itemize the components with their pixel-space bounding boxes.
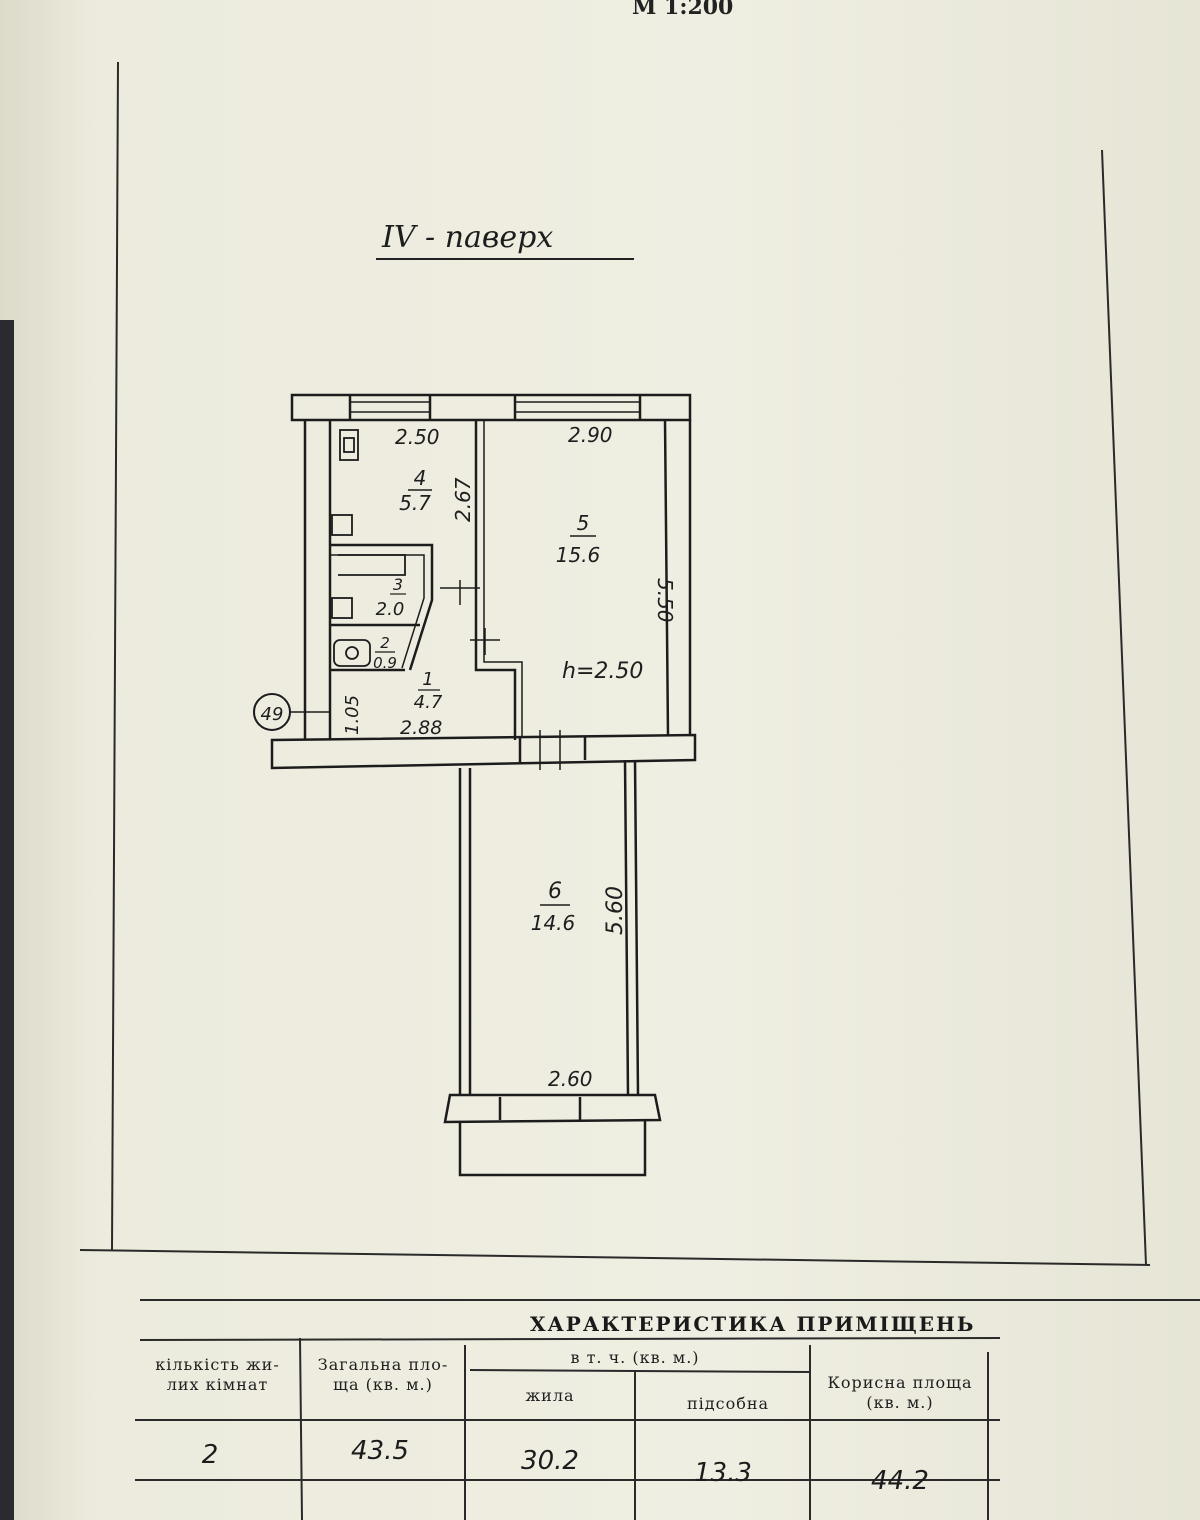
room-3-number: 3 [393,575,403,594]
room-2-number: 2 [380,634,390,652]
room-3: 3 2.0 [376,575,406,620]
value-living: 30.2 [521,1446,579,1476]
room-5-number: 5 [577,511,590,535]
room-1: 1 4.7 [414,669,443,713]
room-4-number: 4 [414,466,427,490]
value-useful-area: 44.2 [871,1466,929,1496]
room-6-number: 6 [548,879,562,904]
room-6-area: 14.6 [531,911,576,935]
room-1-area: 4.7 [414,692,443,713]
floor-title: IV - паверх [382,220,554,255]
background-edge [0,320,14,1520]
ceiling-height: h=2.50 [562,659,643,684]
dim-5-60: 5.60 [603,886,628,935]
dim-1-05: 1.05 [342,695,363,735]
value-total-area: 43.5 [351,1436,409,1466]
door-marks [440,580,561,770]
page-frame [79,61,1200,1520]
dim-2-88: 2.88 [400,717,442,739]
room-1-number: 1 [422,669,433,690]
value-auxiliary: 13.3 [694,1458,752,1488]
exterior-walls [270,393,697,1177]
header-living: жила [525,1386,575,1405]
room-5: 5 15.6 [556,511,601,567]
dim-2-90: 2.90 [568,423,613,447]
header-rooms: кількість жи- лих кімнат [155,1355,280,1394]
value-rooms: 2 [201,1440,219,1470]
dim-5-50: 5.50 [653,578,677,623]
dim-2-67: 2.67 [451,477,475,522]
header-useful-area: Корисна площа (кв. м.) [827,1373,973,1412]
header-total-area: Загальна пло- ща (кв. м.) [317,1355,449,1394]
room-2: 2 0.9 [373,634,397,672]
header-including: в т. ч. (кв. м.) [570,1348,700,1367]
room-3-area: 2.0 [376,599,405,620]
room-6: 6 14.6 [531,879,576,935]
apartment-marker: 49 [261,704,284,725]
header-auxiliary: підсобна [686,1394,770,1413]
room-5-area: 15.6 [556,543,601,567]
room-2-area: 0.9 [373,654,397,672]
dim-2-50: 2.50 [395,425,440,449]
table-title: ХАРАКТЕРИСТИКА ПРИМІЩЕНЬ [530,1312,976,1336]
dim-2-60: 2.60 [548,1067,593,1091]
room-4-area: 5.7 [399,491,431,515]
floor-title-underline [376,258,634,260]
room-4: 4 5.7 [399,466,432,515]
fixtures [331,429,406,667]
scale-label: М 1:200 [632,0,734,20]
